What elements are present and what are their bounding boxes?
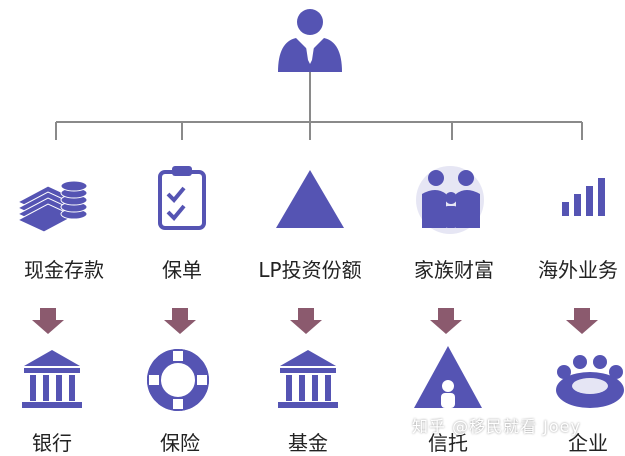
- connector-lines: [55, 72, 583, 140]
- down-arrow-icon: [566, 308, 598, 334]
- down-arrow-icon: [164, 308, 196, 334]
- lifebuoy-icon: [147, 349, 209, 411]
- category-label-cash: 现金存款: [24, 258, 104, 282]
- coins-icon: [16, 180, 88, 233]
- down-arrow-icon: [32, 308, 64, 334]
- bank-icon: [278, 350, 338, 408]
- clipboard-checklist-icon: [158, 166, 206, 230]
- triangle-icon: [276, 170, 344, 228]
- category-label-policy: 保单: [162, 258, 202, 282]
- trust-triangle-icon: [414, 346, 482, 408]
- bar-chart-icon: [562, 178, 605, 216]
- vehicle-label-enterprise: 企业: [568, 431, 608, 455]
- family-icon: [416, 166, 484, 234]
- vehicle-label-trust: 信托: [428, 431, 468, 455]
- person-icon: [278, 9, 342, 72]
- category-label-overseas: 海外业务: [538, 258, 618, 282]
- category-label-lp: LP投资份额: [258, 258, 362, 282]
- watermark: 知乎 @移民就看 Joey: [412, 417, 581, 436]
- meeting-group-icon: [556, 355, 624, 408]
- category-label-family: 家族财富: [414, 258, 494, 282]
- vehicle-label-bank: 银行: [32, 431, 72, 455]
- vehicle-label-fund: 基金: [288, 431, 328, 455]
- down-arrow-icon: [290, 308, 322, 334]
- vehicle-label-insurance: 保险: [160, 431, 200, 455]
- bank-icon: [22, 350, 82, 408]
- down-arrow-icon: [430, 308, 462, 334]
